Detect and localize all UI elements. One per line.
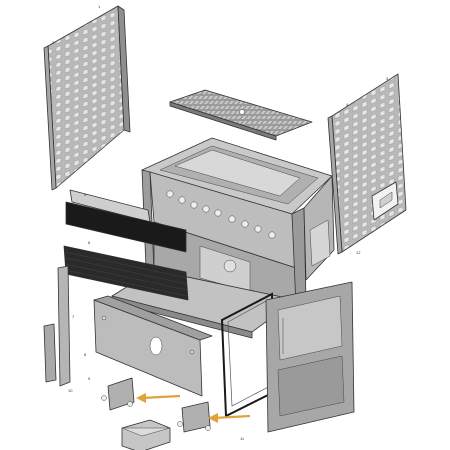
- top-cover-plate: [169, 89, 313, 141]
- front-access-panel: [93, 295, 213, 397]
- control-knobs: [166, 190, 276, 239]
- callout-4: 4: [346, 102, 349, 107]
- callout-6: 6: [88, 240, 91, 245]
- callout-8: 8: [84, 352, 87, 357]
- handle-block: [121, 419, 171, 450]
- right-side-panel: [327, 73, 407, 255]
- callout-5: 5: [84, 192, 87, 197]
- hinge-bracket-left: [101, 377, 135, 411]
- oven-door: [265, 281, 355, 433]
- callout-7: 7: [72, 314, 75, 319]
- callout-9: 9: [88, 376, 91, 381]
- left-front-post: [43, 265, 71, 387]
- callout-2: 2: [52, 40, 55, 45]
- callout-labels: 1 2 3 4 5 6 7 8 9 10 11 12: [52, 4, 389, 441]
- callout-1: 1: [98, 4, 101, 9]
- assembly-arrow-right: [208, 413, 251, 423]
- callout-11: 11: [240, 436, 245, 441]
- front-trim-bar-upper: [65, 189, 187, 253]
- assembly-arrow-left: [136, 393, 181, 403]
- callout-3: 3: [386, 76, 389, 81]
- callout-10: 10: [68, 388, 73, 393]
- front-louver-grille: [63, 245, 189, 301]
- callout-12: 12: [356, 250, 361, 255]
- left-side-panel: [43, 5, 131, 191]
- hinge-bracket-right: [177, 401, 211, 433]
